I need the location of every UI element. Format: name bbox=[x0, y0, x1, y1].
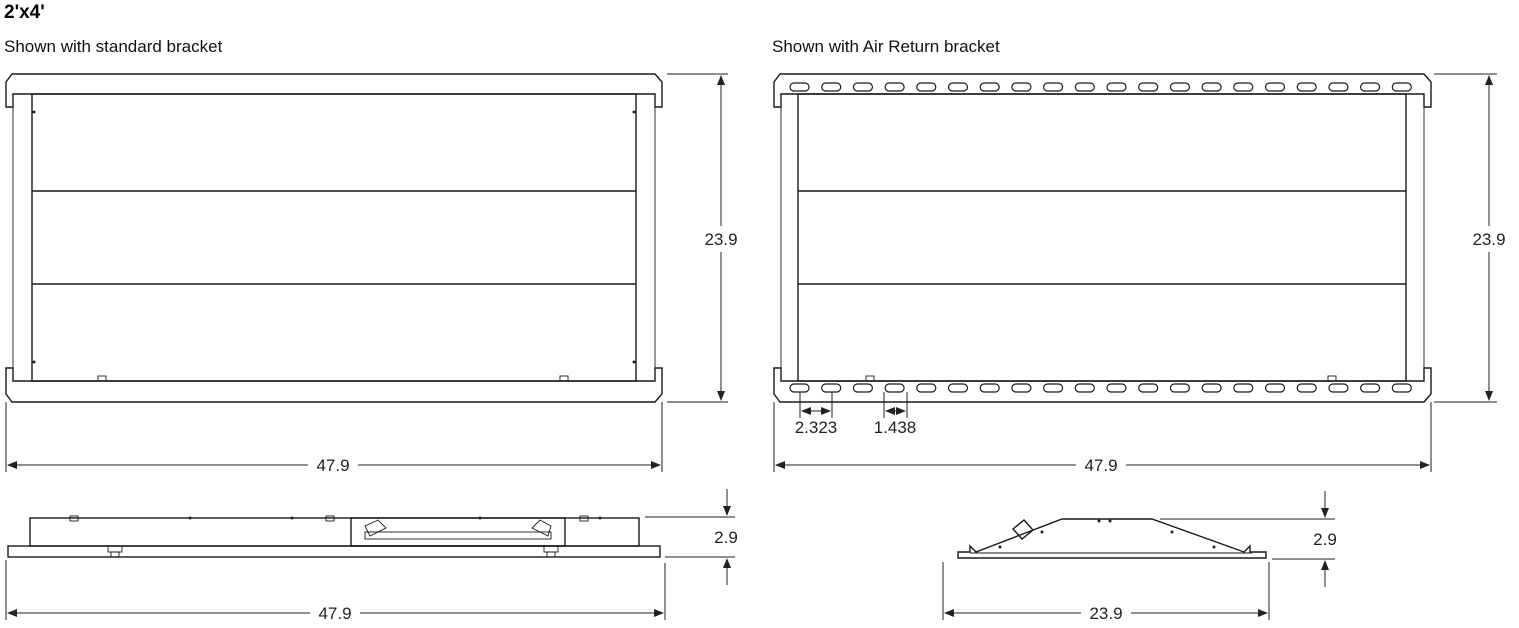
right-side-width-dimension: 23.9 bbox=[942, 562, 1270, 623]
air-slot bbox=[1264, 383, 1286, 393]
standard-bracket-caption: Shown with standard bracket bbox=[4, 37, 223, 56]
air-slot bbox=[1106, 383, 1127, 393]
air-slot bbox=[1233, 82, 1254, 92]
air-slot bbox=[1011, 82, 1032, 92]
left-depth-dimension: 2.9 bbox=[645, 489, 738, 585]
slot-dimensions: 2.323 1.438 bbox=[795, 392, 917, 437]
air-slot bbox=[1233, 383, 1254, 393]
air-slot bbox=[1359, 383, 1381, 393]
air-slot bbox=[1106, 82, 1127, 92]
air-slot bbox=[1391, 383, 1412, 393]
air-slot bbox=[789, 383, 810, 393]
left-height-label: 23.9 bbox=[704, 230, 737, 249]
right-width-label: 47.9 bbox=[1084, 456, 1117, 475]
air-return-bracket-top-view bbox=[773, 73, 1432, 403]
air-slot bbox=[947, 383, 969, 393]
air-slot bbox=[1296, 383, 1317, 393]
air-slot bbox=[1328, 383, 1349, 393]
air-slot bbox=[821, 82, 842, 92]
air-slot bbox=[979, 383, 1000, 393]
right-side-width-label: 23.9 bbox=[1089, 604, 1122, 623]
air-slot bbox=[789, 82, 810, 92]
air-return-bracket-caption: Shown with Air Return bracket bbox=[772, 37, 1000, 56]
air-slot bbox=[1201, 82, 1222, 92]
air-slot bbox=[916, 383, 937, 393]
left-height-dimension: 23.9 bbox=[667, 73, 738, 403]
left-width-label: 47.9 bbox=[316, 456, 349, 475]
air-slot bbox=[1201, 383, 1222, 393]
air-slot bbox=[1011, 383, 1032, 393]
left-side-width-dimension: 47.9 bbox=[5, 560, 666, 623]
air-slot bbox=[1169, 383, 1191, 393]
slot-pitch-label: 2.323 bbox=[795, 418, 838, 437]
air-slot bbox=[852, 383, 874, 393]
slot-length-label: 1.438 bbox=[874, 418, 917, 437]
top-air-slots bbox=[789, 82, 1412, 92]
bottom-air-slots bbox=[789, 383, 1412, 393]
air-slot bbox=[1042, 383, 1064, 393]
air-slot bbox=[916, 82, 937, 92]
air-return-side-view bbox=[957, 518, 1267, 559]
air-slot bbox=[1138, 82, 1159, 92]
air-slot bbox=[852, 82, 874, 92]
right-width-dimension: 47.9 bbox=[773, 402, 1432, 475]
standard-side-view bbox=[7, 515, 661, 558]
left-depth-label: 2.9 bbox=[714, 528, 738, 547]
air-slot bbox=[1074, 383, 1095, 393]
air-slot bbox=[884, 82, 905, 92]
air-slot bbox=[1391, 82, 1412, 92]
air-slot bbox=[1328, 82, 1349, 92]
standard-bracket-top-view bbox=[5, 73, 663, 403]
left-side-width-label: 47.9 bbox=[318, 604, 351, 623]
right-height-dimension: 23.9 bbox=[1434, 73, 1506, 403]
air-slot bbox=[884, 383, 905, 393]
air-slot bbox=[1169, 82, 1191, 92]
air-slot bbox=[1042, 82, 1064, 92]
air-slot bbox=[1074, 82, 1095, 92]
air-slot bbox=[1296, 82, 1317, 92]
air-slot bbox=[821, 383, 842, 393]
right-depth-label: 2.9 bbox=[1313, 530, 1337, 549]
air-slot bbox=[947, 82, 969, 92]
right-height-label: 23.9 bbox=[1472, 230, 1505, 249]
air-slot bbox=[979, 82, 1000, 92]
left-width-dimension: 47.9 bbox=[5, 402, 663, 475]
page-title: 2'x4' bbox=[4, 2, 45, 23]
air-slot bbox=[1264, 82, 1286, 92]
air-slot bbox=[1138, 383, 1159, 393]
right-depth-dimension: 2.9 bbox=[1160, 491, 1337, 587]
air-slot bbox=[1359, 82, 1381, 92]
